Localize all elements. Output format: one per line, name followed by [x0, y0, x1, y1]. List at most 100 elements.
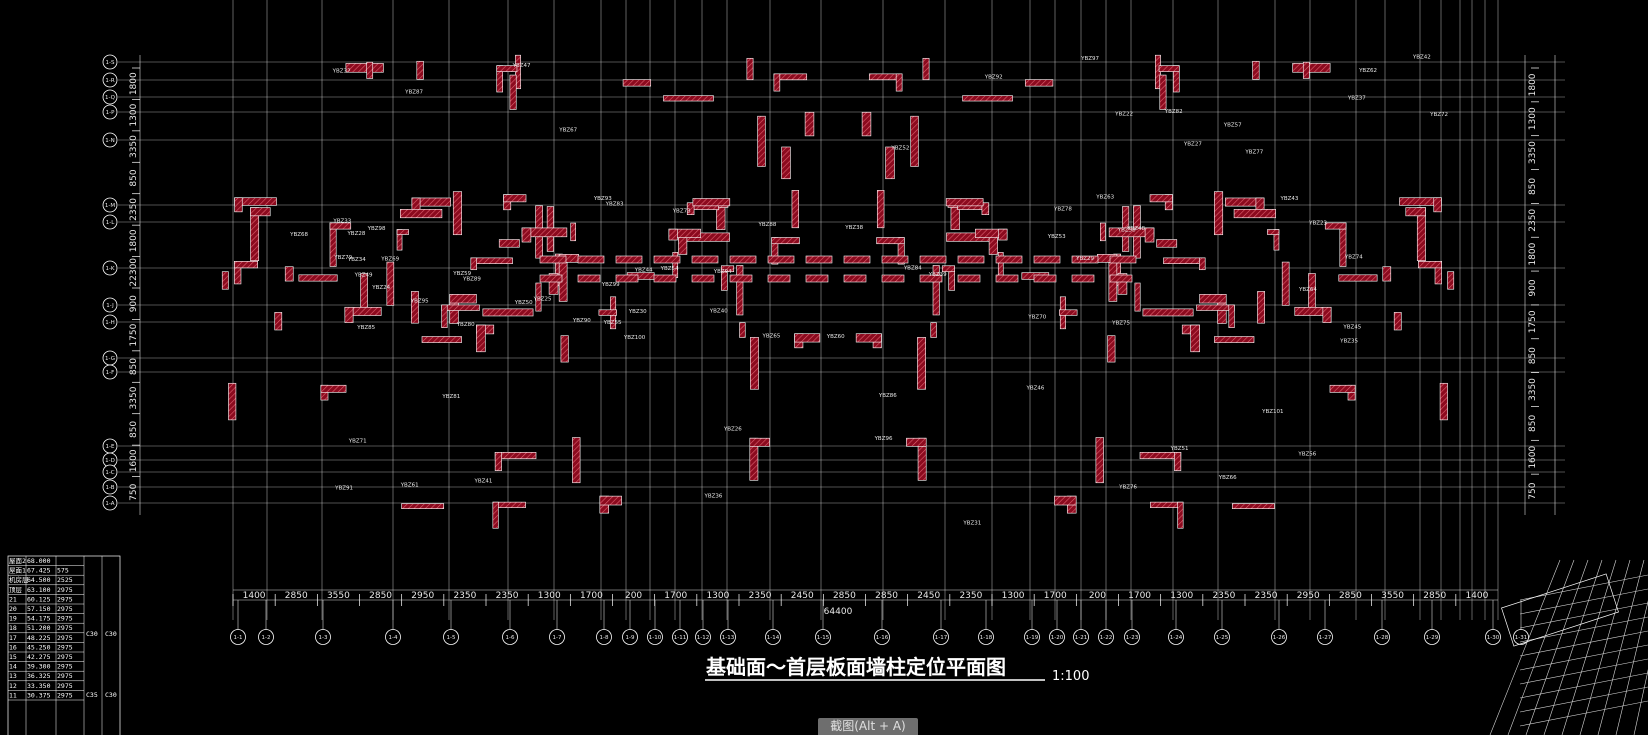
- corridor-wall-segment: [881, 255, 909, 264]
- inset-line: [1519, 574, 1648, 601]
- table-cell: 17: [9, 634, 17, 642]
- table-cell: 60.125: [27, 595, 51, 603]
- column-axis-label: 1-19: [1026, 635, 1039, 641]
- inset-line: [1525, 559, 1589, 735]
- shear-wall-segment: [494, 452, 502, 471]
- shear-wall-segment: [329, 222, 352, 230]
- vertical-dimension: 1300: [1528, 107, 1538, 130]
- column-axis-bubble: [720, 629, 736, 645]
- wall-tag: YBZ27: [1183, 141, 1202, 147]
- bottom-dimension: 1300: [1170, 591, 1193, 601]
- wall-tag: YBZ98: [367, 226, 386, 232]
- vertical-dimension: 1600: [1528, 446, 1538, 469]
- vertical-dimension: 1800: [1528, 73, 1538, 96]
- column-axis-label: 1-28: [1376, 635, 1389, 641]
- wall-tag: YBZ43: [1279, 196, 1298, 202]
- wall-tag: YBZ55: [603, 320, 622, 326]
- wall-tag: YBZ50: [514, 300, 533, 306]
- shear-wall-segment: [885, 146, 895, 180]
- inset-line: [1519, 672, 1648, 699]
- wall-tag: YBZ29: [1075, 256, 1094, 262]
- shear-wall-segment: [945, 198, 984, 207]
- inset-line: [1561, 559, 1617, 735]
- shear-wall-segment: [721, 265, 735, 273]
- column-axis-label: 1-7: [553, 635, 562, 641]
- row-axis-label: 1-K: [105, 266, 114, 272]
- shear-wall-segment: [503, 194, 527, 203]
- shear-wall-segment: [515, 54, 521, 90]
- vertical-dimension: 3350: [1528, 378, 1538, 401]
- column-axis-bubble: [1214, 629, 1230, 645]
- inset-line: [1519, 700, 1648, 727]
- wall-tag: YBZ42: [1412, 55, 1431, 61]
- table-cell: 2525: [57, 576, 73, 584]
- table-cell: 19: [9, 615, 17, 623]
- row-axis-label: 1-H: [105, 320, 115, 326]
- vertical-dimension: 1800: [129, 72, 139, 95]
- shear-wall-segment: [386, 261, 395, 306]
- wall-tag: YBZ36: [703, 493, 722, 499]
- column-axis-bubble: [258, 629, 274, 645]
- column-axis-bubble: [978, 629, 994, 645]
- shear-wall-segment: [922, 57, 930, 81]
- shear-wall-segment: [876, 190, 885, 229]
- column-axis-bubble: [815, 629, 831, 645]
- inset-line: [1519, 616, 1648, 643]
- wall-tag: YBZ22: [1114, 112, 1133, 118]
- column-axis-label: 1-27: [1319, 635, 1332, 641]
- wall-tag: YBZ85: [356, 325, 375, 331]
- shear-wall-segment: [470, 257, 477, 271]
- shear-wall-segment: [1142, 308, 1194, 317]
- wall-tag: YBZ39: [928, 272, 947, 278]
- column-axis-bubble: [1374, 629, 1390, 645]
- shear-wall-segment: [773, 73, 781, 92]
- wall-tag: YBZ100: [623, 335, 646, 341]
- wall-tag: YBZ63: [1095, 194, 1114, 200]
- corridor-wall-segment: [767, 255, 795, 264]
- wall-tag: YBZ99: [601, 282, 620, 288]
- row-axis-bubble: [102, 479, 118, 495]
- shear-wall-segment: [1149, 194, 1173, 203]
- row-axis-bubble: [102, 214, 118, 230]
- column-axis-label: 1-6: [506, 635, 515, 641]
- corridor-wall-segment: [995, 274, 1019, 283]
- table-cell: 21: [9, 595, 17, 603]
- vertical-dimension: 3350: [1528, 141, 1538, 164]
- shear-wall-segment: [895, 73, 903, 92]
- column-axis-label: 1-29: [1426, 635, 1439, 641]
- column-axis-bubble: [1424, 629, 1440, 645]
- shear-wall-segment: [399, 209, 443, 219]
- vertical-dimension: 2350: [1528, 209, 1538, 232]
- bottom-dimension: 2450: [791, 591, 814, 601]
- shear-wall-segment: [1267, 229, 1280, 235]
- inset-line: [1633, 669, 1648, 735]
- shear-wall-segment: [598, 309, 617, 316]
- corridor-wall-segment: [1109, 274, 1133, 283]
- bottom-dimension: 2850: [1423, 591, 1446, 601]
- bottom-dimension: 1400: [243, 591, 266, 601]
- row-axis-bubble: [102, 495, 118, 511]
- column-axis-label: 1-24: [1170, 635, 1183, 641]
- wall-tag: YBZ96: [874, 436, 893, 442]
- shear-wall-segment: [1155, 54, 1161, 90]
- vertical-dimension: 750: [1528, 482, 1538, 499]
- shear-wall-segment: [345, 63, 384, 73]
- wall-tag: YBZ45: [1342, 324, 1361, 330]
- wall-tag: YBZ79: [333, 255, 352, 261]
- wall-tag: YBZ31: [962, 520, 981, 526]
- corridor-wall-segment: [615, 274, 639, 283]
- table-cell: 36.325: [27, 672, 51, 680]
- table-cell: 575: [57, 567, 69, 575]
- shear-wall-segment: [452, 191, 462, 236]
- wall-tag: YBZ33: [332, 218, 351, 224]
- bottom-dimension: 2350: [1255, 591, 1278, 601]
- shear-wall-segment: [1024, 79, 1054, 87]
- shear-wall-segment: [739, 322, 746, 338]
- inset-frame: [1501, 573, 1619, 647]
- vertical-dimension: 22300: [129, 258, 139, 287]
- table-cell: 64.500: [27, 576, 51, 584]
- row-axis-label: 1-R: [105, 78, 114, 84]
- wall-tag: YBZ47: [512, 63, 531, 69]
- row-axis-bubble: [102, 104, 118, 120]
